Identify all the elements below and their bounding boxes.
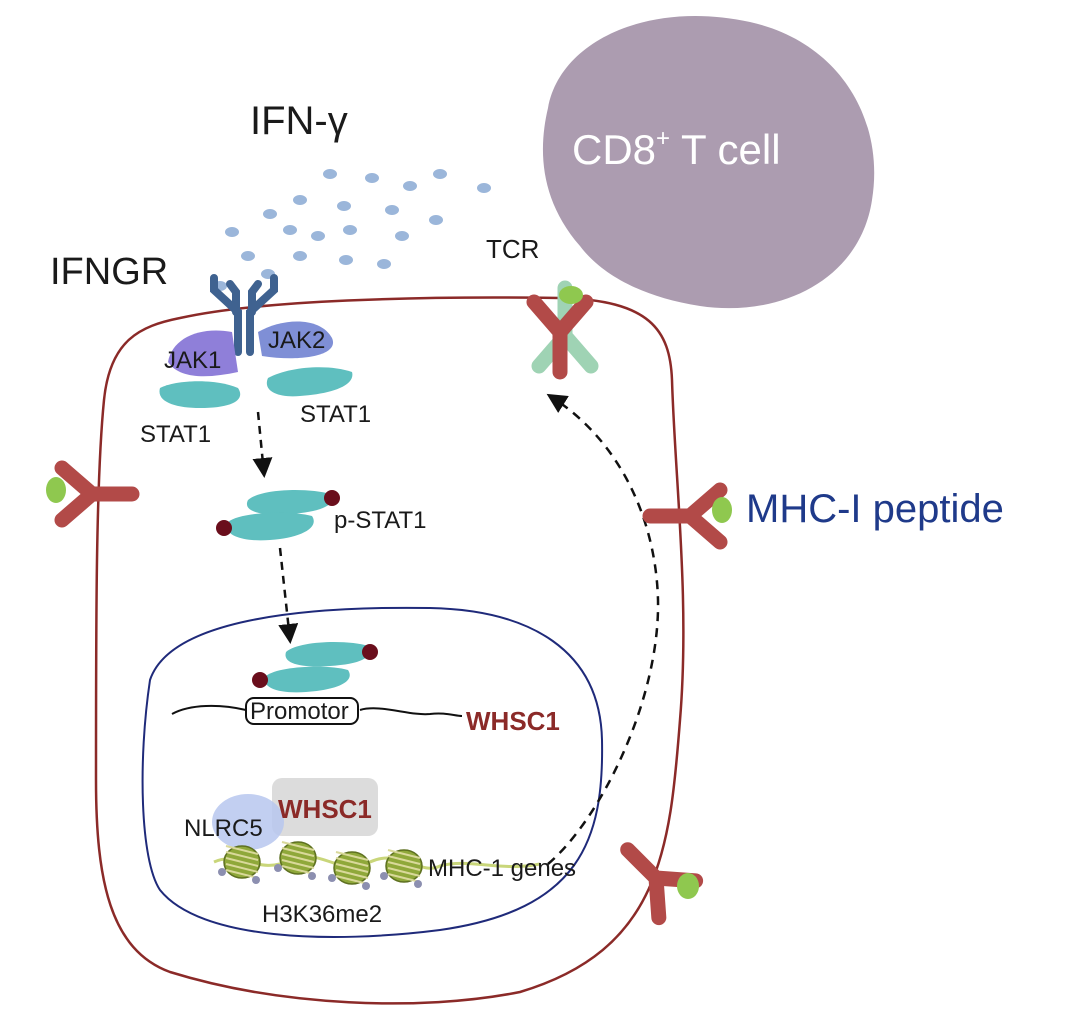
ifn-gamma-dot (377, 259, 391, 269)
ifngr-receptor (210, 274, 278, 356)
ifn-gamma-dot (343, 225, 357, 235)
ifn-gamma-dot (337, 201, 351, 211)
ifn-gamma-dot (365, 173, 379, 183)
whsc1-protein (272, 778, 378, 836)
peptide-left (46, 477, 66, 503)
ifn-gamma-dot (433, 169, 447, 179)
h3k36me2-label: H3K36me2 (262, 901, 382, 928)
nlrc5-label: NLRC5 (184, 815, 263, 842)
whsc1-protein-label: WHSC1 (278, 794, 372, 824)
nucleosome (274, 841, 317, 880)
mhc-peptide-label: MHC-I peptide (746, 487, 1004, 531)
peptide-bottom (677, 873, 699, 899)
cd8-superscript: + (656, 125, 670, 152)
tcr-label: TCR (486, 234, 539, 264)
promotor-box (245, 697, 359, 725)
nucleosome (328, 851, 371, 890)
jak1-label: JAK1 (164, 347, 221, 374)
stat1-right-label: STAT1 (300, 401, 371, 428)
nucleosomes (218, 841, 423, 890)
chromatin-fiber (213, 854, 541, 870)
mhc-tcr-complex (526, 280, 599, 380)
nucleus-membrane (141, 606, 604, 938)
ifn-gamma-dot (395, 231, 409, 241)
cell-membrane (94, 296, 685, 1005)
stat1-left-protein (159, 381, 241, 408)
cd8-t-cell (542, 15, 875, 309)
ifngr-label: IFNGR (50, 251, 168, 293)
dna-strand (171, 704, 463, 717)
t-cell-label: T cell (670, 126, 781, 173)
stat1-left-label: STAT1 (140, 421, 211, 448)
ifn-gamma-dot (311, 231, 325, 241)
ifn-gamma-dot (225, 227, 239, 237)
svg-text:CD8+ T cell: CD8+ T cell (572, 125, 781, 173)
ifn-gamma-dot (263, 209, 277, 219)
peptide-right (712, 497, 732, 523)
arrow-stat1-to-pstat1 (252, 411, 273, 478)
arrow-genes-to-surface (546, 393, 660, 865)
jak1-protein (168, 330, 238, 377)
ifn-gamma-dot (241, 251, 255, 261)
ifn-gamma-dot (283, 225, 297, 235)
arrow-pstat1-to-nucleus (278, 547, 299, 644)
whsc1-gene-label: WHSC1 (466, 706, 560, 736)
nuclear-p-stat1-dimer (252, 642, 378, 693)
mhc-peptide-left (54, 460, 140, 528)
nucleosome (380, 849, 423, 888)
stat1-right-protein (266, 367, 353, 397)
ifn-gamma-molecules (213, 169, 491, 291)
ifn-gamma-label: IFN-γ (250, 99, 348, 143)
mhc-peptide-right (642, 482, 728, 550)
ifn-gamma-dot (323, 169, 337, 179)
nlrc5-protein (212, 794, 284, 850)
ifn-gamma-dot (339, 255, 353, 265)
ifn-gamma-dot (293, 251, 307, 261)
ifn-gamma-dot (403, 181, 417, 191)
cd8-label: CD8 (572, 126, 656, 173)
ifn-gamma-dot (293, 195, 307, 205)
ifn-gamma-dot (385, 205, 399, 215)
p-stat1-label: p-STAT1 (334, 507, 426, 534)
jak2-protein (258, 321, 334, 359)
ifn-gamma-dot (477, 183, 491, 193)
ifn-gamma-dot (429, 215, 443, 225)
p-stat1-dimer (216, 490, 340, 541)
jak2-label: JAK2 (268, 327, 325, 354)
mhc-peptide-bottom (620, 842, 704, 926)
promotor-label: Promotor (250, 698, 349, 725)
nucleosome (218, 845, 261, 884)
